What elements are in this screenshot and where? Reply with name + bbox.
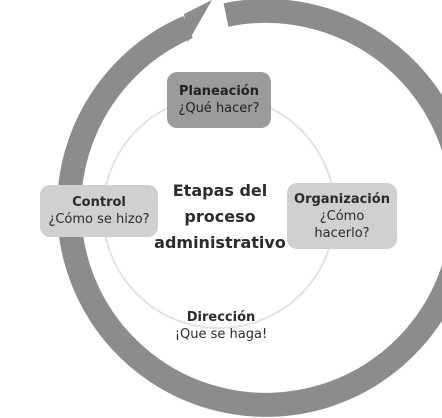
- stage-planeacion-subtitle: ¿Qué hacer?: [178, 101, 260, 116]
- stage-direccion: Dirección ¡Que se haga!: [150, 309, 292, 343]
- cycle-arrowhead-icon: [184, 0, 212, 42]
- stage-organizacion-subtitle-line2: hacerlo?: [314, 225, 370, 241]
- stage-organizacion-title: Organización: [294, 191, 390, 207]
- diagram-title-line3: administrativo: [154, 233, 286, 252]
- stage-control-title: Control: [72, 195, 126, 210]
- stage-control: Control ¿Cómo se hizo?: [40, 185, 158, 237]
- stage-organizacion: Organización ¿Cómo hacerlo?: [287, 183, 397, 249]
- stage-direccion-title: Dirección: [186, 310, 256, 325]
- stage-planeacion-title: Planeación: [179, 84, 259, 99]
- stage-organizacion-subtitle-line1: ¿Cómo: [319, 208, 365, 224]
- diagram-title-line2: proceso: [184, 207, 256, 226]
- stage-planeacion: Planeación ¿Qué hacer?: [167, 72, 271, 128]
- diagram-title: Etapas del proceso administrativo: [150, 178, 290, 256]
- stage-control-subtitle: ¿Cómo se hizo?: [48, 212, 150, 227]
- stage-direccion-subtitle: ¡Que se haga!: [174, 327, 268, 342]
- diagram-title-line1: Etapas del: [172, 181, 268, 200]
- cycle-arc: [57, 0, 442, 417]
